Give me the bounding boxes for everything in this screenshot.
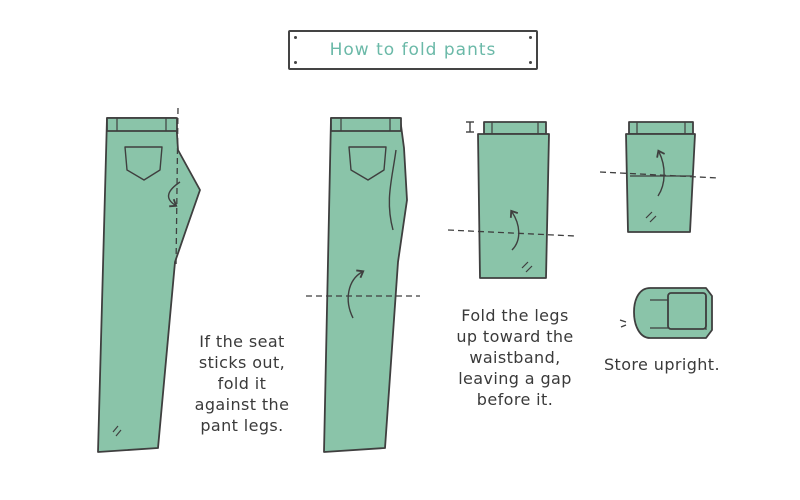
caption-line: against the <box>194 395 290 414</box>
pants-step4 <box>625 121 696 233</box>
fold-arrow-4 <box>656 149 666 197</box>
pants-step2 <box>323 117 408 453</box>
caption-line: up toward the <box>456 327 574 346</box>
caption-line: fold it <box>217 374 267 393</box>
fold-arrow-3 <box>509 209 520 251</box>
caption-step1: If the seat sticks out, fold it against … <box>172 331 312 436</box>
pants-stored <box>633 287 713 339</box>
fold-line-seat <box>175 107 179 269</box>
caption-line: sticks out, <box>198 353 286 372</box>
caption-step3: Store upright. <box>604 354 754 375</box>
caption-line: Store upright. <box>604 355 720 374</box>
caption-line: Fold the legs <box>461 306 569 325</box>
fold-line-half <box>447 229 576 237</box>
caption-step2: Fold the legs up toward the waistband, l… <box>430 305 600 410</box>
fold-arrow-1 <box>167 181 181 208</box>
title-box: How to fold pants <box>288 30 538 70</box>
caption-line: waistband, <box>469 348 561 367</box>
caption-line: before it. <box>476 390 554 409</box>
fold-arrow-2 <box>347 269 365 319</box>
caption-line: If the seat <box>199 332 285 351</box>
caption-line: leaving a gap <box>458 369 572 388</box>
pants-step3 <box>477 121 550 279</box>
caption-line: pant legs. <box>200 416 284 435</box>
page-title: How to fold pants <box>329 40 497 60</box>
